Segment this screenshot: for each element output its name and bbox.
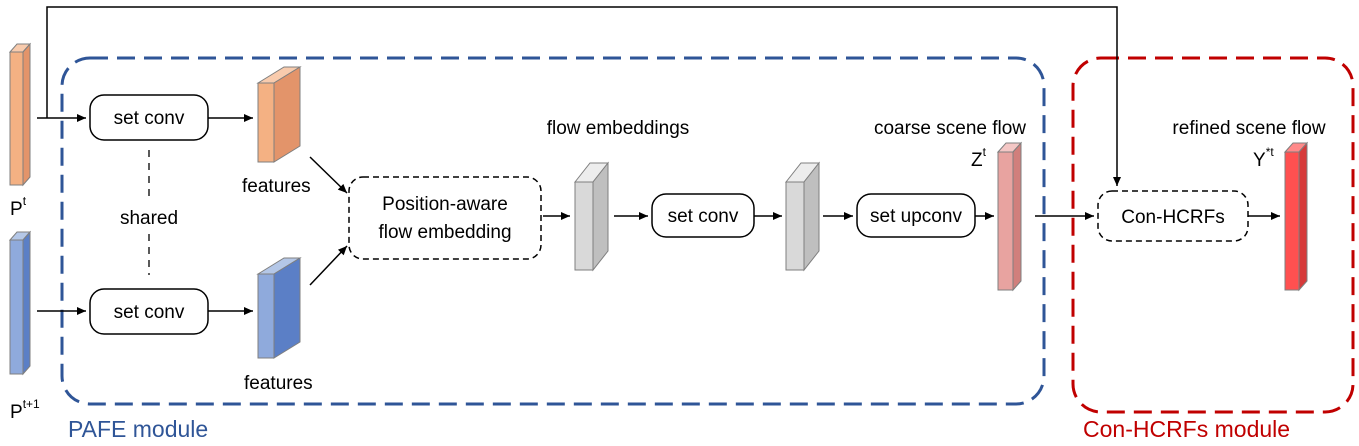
shared-label: shared (120, 208, 178, 229)
features-top-cube (256, 66, 302, 163)
refined-scene-flow-label: refined scene flow (1172, 118, 1325, 139)
con-hcrfs-module-label: Con-HCRFs module (1083, 416, 1290, 442)
flow-embeddings-label: flow embeddings (547, 118, 690, 139)
pafe-module-box (60, 56, 1046, 406)
input-pt-bar (8, 42, 32, 187)
zt-label: Zt (971, 145, 987, 171)
input-pt-label: Pt (10, 194, 27, 220)
refined-scene-flow-bar (1283, 141, 1309, 292)
intermediate-features-cube (784, 161, 821, 272)
input-pt1-label: Pt+1 (10, 397, 40, 423)
features-top-label: features (242, 176, 311, 197)
pafe-module-label: PAFE module (68, 416, 208, 442)
arrow-features-top-to-pafe (309, 156, 348, 194)
flow-embeddings-cube (573, 161, 610, 272)
set-conv-top-label: set conv (114, 108, 185, 129)
skip-connection-arrow (46, 6, 1121, 186)
arrow-features-bottom-to-pafe (309, 245, 348, 286)
con-hcrfs-module-box (1071, 56, 1355, 414)
pafe-label-line1: Position-aware (382, 194, 508, 215)
yt-label: Y*t (1253, 145, 1274, 171)
set-upconv-label: set upconv (870, 206, 962, 227)
con-hcrfs-label: Con-HCRFs (1121, 207, 1224, 228)
features-bottom-cube (256, 257, 302, 359)
coarse-scene-flow-label: coarse scene flow (874, 118, 1026, 139)
position-aware-flow-embedding-box (348, 176, 542, 260)
input-pt1-bar (8, 230, 32, 376)
set-conv-mid-label: set conv (668, 206, 739, 227)
features-bottom-label: features (244, 373, 313, 394)
pafe-label-line2: flow embedding (378, 222, 511, 243)
coarse-scene-flow-bar (996, 141, 1023, 292)
set-conv-bottom-label: set conv (114, 302, 185, 323)
